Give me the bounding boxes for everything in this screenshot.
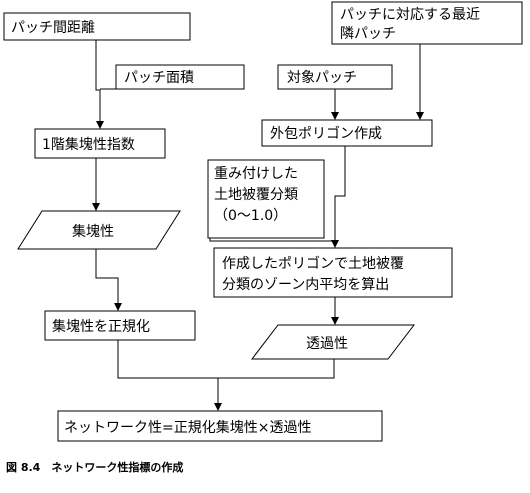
svg-text:パッチに対応する最近: パッチに対応する最近 bbox=[340, 7, 480, 23]
svg-text:対象パッチ: 対象パッチ bbox=[287, 70, 357, 86]
connector-weighted-to-zone bbox=[209, 238, 333, 242]
connector-permeability-to-network bbox=[218, 359, 335, 379]
node-first-order-index: 1階集塊性指数 bbox=[34, 128, 166, 159]
svg-text:集塊性を正規化: 集塊性を正規化 bbox=[52, 318, 150, 335]
svg-text:（0〜1.0）: （0〜1.0） bbox=[214, 208, 287, 224]
svg-text:ネットワーク性=正規化集塊性×透過性: ネットワーク性=正規化集塊性×透過性 bbox=[64, 419, 311, 436]
svg-text:パッチ間距離: パッチ間距離 bbox=[11, 19, 95, 36]
connector-polygon-to-zone bbox=[331, 146, 346, 248]
svg-text:隣パッチ: 隣パッチ bbox=[340, 26, 396, 42]
node-weighted-land-cover: 重み付けした 土地被覆分類 （0〜1.0） bbox=[207, 159, 325, 239]
node-convex-polygon: 外包ポリゴン作成 bbox=[261, 119, 433, 147]
svg-text:重み付けした: 重み付けした bbox=[214, 166, 298, 182]
connector-agglomeration-to-normalize bbox=[95, 249, 122, 311]
node-agglomeration: 集塊性 bbox=[17, 210, 181, 250]
node-network: ネットワーク性=正規化集塊性×透過性 bbox=[57, 410, 383, 442]
connector-distance-to-index bbox=[95, 40, 104, 129]
node-patch-distance: パッチ間距離 bbox=[3, 12, 191, 41]
svg-text:外包ポリゴン作成: 外包ポリゴン作成 bbox=[270, 125, 382, 142]
node-normalize: 集塊性を正規化 bbox=[44, 310, 196, 341]
svg-text:分類のゾーン内平均を算出: 分類のゾーン内平均を算出 bbox=[222, 277, 389, 293]
svg-text:透過性: 透過性 bbox=[306, 336, 348, 352]
node-permeability: 透過性 bbox=[250, 324, 416, 360]
connectors bbox=[92, 40, 424, 411]
node-target-patch: 対象パッチ bbox=[277, 64, 393, 90]
svg-text:作成したポリゴンで土地被覆: 作成したポリゴンで土地被覆 bbox=[222, 255, 404, 272]
connector-normalize-to-network bbox=[117, 340, 222, 411]
svg-text:パッチ面積: パッチ面積 bbox=[124, 70, 194, 86]
svg-text:土地被覆分類: 土地被覆分類 bbox=[214, 187, 298, 203]
svg-text:1階集塊性指数: 1階集塊性指数 bbox=[42, 136, 135, 153]
svg-text:集塊性: 集塊性 bbox=[72, 223, 114, 240]
node-nearest-patch: パッチに対応する最近 隣パッチ bbox=[331, 1, 523, 45]
node-zone-average: 作成したポリゴンで土地被覆 分類のゾーン内平均を算出 bbox=[213, 247, 453, 298]
node-patch-area: パッチ面積 bbox=[115, 64, 245, 90]
figure-caption: 図 8.4 ネットワーク性指標の作成 bbox=[6, 460, 183, 474]
